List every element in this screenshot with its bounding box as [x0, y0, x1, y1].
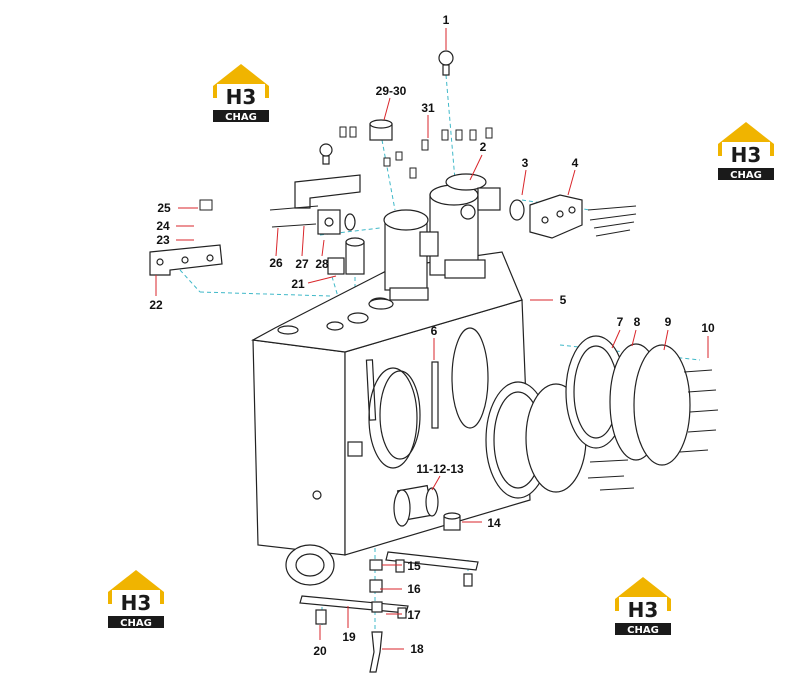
mounting-bracket: [149, 244, 223, 276]
callout-18: 18: [410, 642, 424, 656]
callout-25: 25: [157, 201, 171, 215]
callout-3: 3: [522, 156, 529, 170]
bottom-fittings: [315, 559, 473, 673]
return-pipe-fitting: [393, 484, 439, 527]
small-filter: [327, 237, 365, 275]
callout-22: 22: [149, 298, 163, 312]
callout-16: 16: [407, 582, 421, 596]
callout-15: 15: [407, 559, 421, 573]
callout-7: 7: [617, 315, 624, 329]
callout-29-30: 29-30: [376, 84, 407, 98]
callout-31: 31: [421, 101, 435, 115]
lifting-eye-bolt: [438, 50, 454, 76]
callout-4: 4: [572, 156, 579, 170]
cleanout-cover-set: [485, 335, 691, 499]
watermark-logo-top-left: H3 CHAG: [213, 64, 269, 123]
callout-26: 26: [269, 256, 283, 270]
screw-cluster: [339, 126, 493, 179]
level-gauge: [431, 361, 439, 429]
filter-housing-assembly: [368, 173, 501, 310]
callout-8: 8: [634, 315, 641, 329]
watermark-logo-top-right: H3 CHAG: [718, 122, 774, 181]
logo-mark-text: H3: [731, 143, 762, 167]
logo-brand-text: CHAG: [120, 618, 152, 629]
logo-brand-text: CHAG: [627, 625, 659, 636]
manifold-bolts: [587, 205, 637, 237]
drain-plug: [443, 512, 461, 531]
filler-cap: [369, 119, 393, 141]
callout-24: 24: [156, 219, 170, 233]
callout-labels: 1 2 3 4 5 6 7 8 9 10 11-12-13 14 15 16 1…: [149, 13, 715, 658]
callout-23: 23: [156, 233, 170, 247]
callout-1: 1: [443, 13, 450, 27]
callout-9: 9: [665, 315, 672, 329]
callout-11-12-13: 11-12-13: [416, 462, 464, 476]
logo-mark-text: H3: [628, 598, 659, 622]
callout-19: 19: [342, 630, 356, 644]
callout-17: 17: [407, 608, 421, 622]
logo-mark-text: H3: [121, 591, 152, 615]
callout-28: 28: [315, 257, 329, 271]
watermark-logo-bottom-right: H3 CHAG: [615, 577, 671, 636]
callout-20: 20: [313, 644, 327, 658]
cover-bolts: [587, 369, 719, 491]
watermark-logo-bottom-left: H3 CHAG: [108, 570, 164, 629]
callout-27: 27: [295, 257, 309, 271]
callout-21: 21: [291, 277, 305, 291]
leader-lines: [155, 28, 709, 650]
logo-mark-text: H3: [226, 85, 257, 109]
bracket-bolts: [199, 199, 319, 228]
callout-10: 10: [701, 321, 715, 335]
callout-6: 6: [431, 324, 438, 338]
lifting-eye-bolt-small: [319, 143, 333, 165]
callout-2: 2: [480, 140, 487, 154]
logo-brand-text: CHAG: [225, 112, 257, 123]
logo-brand-text: CHAG: [730, 170, 762, 181]
manifold-block: [509, 194, 583, 239]
callout-14: 14: [487, 516, 501, 530]
callout-5: 5: [560, 293, 567, 307]
